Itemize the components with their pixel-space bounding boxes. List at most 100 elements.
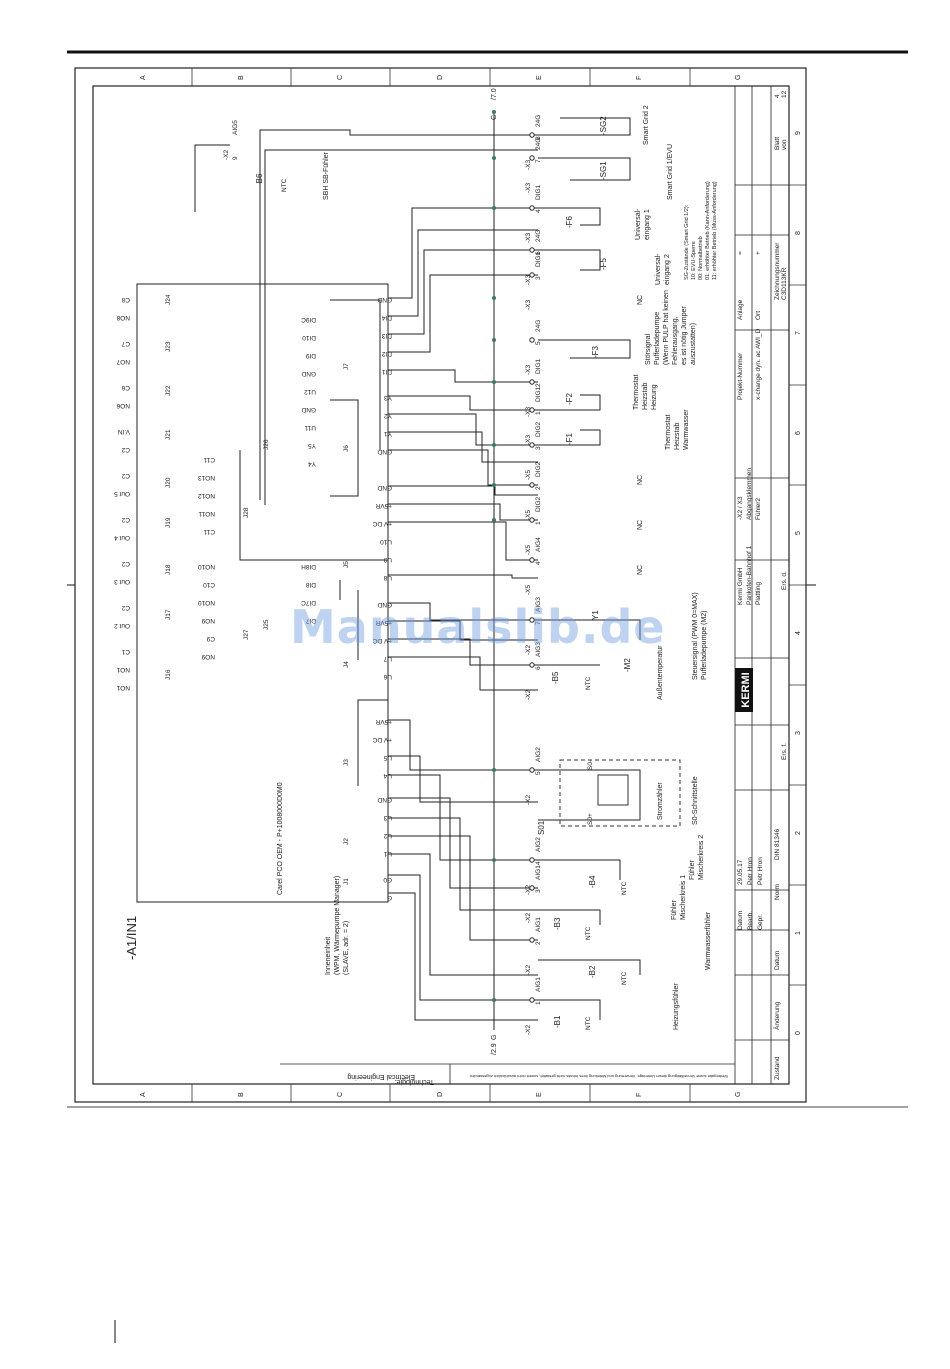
sg-states-note: 10: EVU-Sperre xyxy=(691,241,697,280)
device-b1: -B1 xyxy=(553,1015,562,1028)
terminal-contact xyxy=(529,155,535,161)
sg-states-note: 01: erhöhter Betrieb (Kann-Anforderung) xyxy=(705,181,711,280)
terminal-signal: AIG2 xyxy=(535,837,542,852)
connector-pin-label: C1 xyxy=(121,648,130,655)
terminal-signal: AIG1 xyxy=(535,865,542,880)
connector-id-j5: J5 xyxy=(343,561,350,568)
connector-pin-label: U5 xyxy=(383,754,392,761)
sensor-mixing-circuit-1-label: Mischerkreis 1 xyxy=(680,875,687,920)
device-b6: -B6 xyxy=(255,173,264,186)
thermostat-heating-label: Heizstab xyxy=(642,383,649,410)
nc-label: NC xyxy=(637,520,644,530)
connector-pin-label: U2 xyxy=(383,832,392,839)
grid-column-label: G xyxy=(735,75,742,80)
terminal-strip: -X5 xyxy=(525,470,532,481)
title-date2-label: Datum xyxy=(774,951,781,970)
title-description: Abgangsklemmen xyxy=(746,468,753,520)
connector-pin-label: NO10 xyxy=(198,563,215,570)
technology-value: Electrical Engineering xyxy=(347,1073,415,1080)
connector-pin-label: GND xyxy=(377,296,392,303)
universal-input-1-label: eingang 1 xyxy=(644,209,651,240)
fault-signal-label: Pufferladepumpe xyxy=(654,312,661,365)
device-f3: -F3 xyxy=(591,345,600,358)
title-edited-label: Bearb. xyxy=(747,911,754,930)
connector-id-j18: J18 xyxy=(165,564,172,575)
connector-id-j6: J6 xyxy=(343,445,350,452)
connector-id-j21: J21 xyxy=(165,429,172,440)
terminal-number: 6 xyxy=(535,666,542,670)
terminal-contact xyxy=(529,337,535,343)
indoor-unit-label: (SLAVE, adr. = 2) xyxy=(343,921,350,975)
terminal-number: 4 xyxy=(535,209,542,213)
terminal-strip: -X2 xyxy=(525,690,532,701)
sg-states-note: 00: Normalbetrieb xyxy=(698,236,704,280)
terminal-contact xyxy=(529,379,535,385)
universal-input-2-label: eingang 2 xyxy=(664,254,671,285)
ntc-label: NTC xyxy=(585,1016,592,1030)
connector-pin-label: C2 xyxy=(121,472,130,479)
connector-id-j3: J3 xyxy=(343,759,350,766)
technology-label: Technologie: xyxy=(395,1078,434,1085)
connector-pin-label: U9 xyxy=(383,556,392,563)
connector-id-j4: J4 xyxy=(343,661,350,668)
title-replaces-label: Ers. d. xyxy=(781,571,788,590)
terminal-strip: -X3 xyxy=(525,233,532,244)
connector-pin-label: U8 xyxy=(383,574,392,581)
connector-pin-label: NO9 xyxy=(201,653,215,660)
ntc-label: NTC xyxy=(585,676,592,690)
terminal-contact xyxy=(529,857,535,863)
title-checked-label: Gepr. xyxy=(757,914,764,930)
fault-signal-label: es ist nötig Jumper xyxy=(681,306,688,365)
ntc-label: NTC xyxy=(281,178,288,192)
controller-label: Carel PCO OEM - P+1008000D0M0 xyxy=(277,782,284,895)
grid-row-label: 6 xyxy=(795,431,802,435)
connector-pin-label: DI4 xyxy=(382,314,393,321)
connector-pin-label: NO7 xyxy=(116,358,130,365)
title-norm-label: Norm xyxy=(774,884,781,900)
connector-pin-label: NO13 xyxy=(198,474,215,481)
connector-pin-label: GND xyxy=(377,484,392,491)
connector-pin-label: C2 xyxy=(121,446,130,453)
smart-grid-1-label: Smart Grid 1/EVU xyxy=(667,144,674,200)
connector-pin-label: Y4 xyxy=(308,460,316,467)
grid-row-label: 4 xyxy=(795,631,802,635)
terminal-contact xyxy=(529,997,535,1003)
connector-pin-label: NO11 xyxy=(198,510,215,517)
connector-id-j16: J16 xyxy=(165,669,172,680)
connector-pin-label: +5VR xyxy=(375,502,392,509)
outdoor-temp-label: Außentemperatur xyxy=(657,645,664,700)
terminal-signal: AIG2 xyxy=(535,747,542,762)
connector-pin-label: Out 2 xyxy=(114,622,130,629)
terminal-signal: DIG2 xyxy=(535,496,542,512)
terminal-strip: -X3 xyxy=(525,365,532,376)
terminal-contact xyxy=(529,132,535,138)
terminal-signal: DIG1 xyxy=(535,386,542,402)
connector-pin-label: +5VR xyxy=(375,619,392,626)
terminal-contact xyxy=(529,407,535,413)
grid-row-label: 8 xyxy=(795,231,802,235)
connector-pin-label: DI3 xyxy=(382,332,393,339)
ntc-label: NTC xyxy=(621,971,628,985)
terminal-strip: -X2 xyxy=(525,965,532,976)
terminal-number: 5 xyxy=(535,341,542,345)
connector-pin-label: DI9 xyxy=(306,352,317,359)
connector-pin-label: C8 xyxy=(121,296,130,303)
title-company: Pankofen-Bahnhof 1 xyxy=(746,545,753,605)
terminal-number: 9 xyxy=(232,156,239,160)
connector-id-j17: J17 xyxy=(165,609,172,620)
title-change-label: Änderung xyxy=(773,1001,781,1030)
terminal-signal: AIG3 xyxy=(535,597,542,612)
terminal-contact xyxy=(529,482,535,488)
terminal-strip: -X5 xyxy=(525,545,532,556)
connector-pin-label: +5VR xyxy=(375,718,392,725)
terminal-number: 1 xyxy=(535,1001,542,1005)
device-b5: -B5 xyxy=(551,671,560,684)
connector-pin-label: U1 xyxy=(383,850,392,857)
connector-pin-label: Out 5 xyxy=(114,490,130,497)
terminal-signal: DIG2 xyxy=(535,461,542,477)
terminal-signal: AIG1 xyxy=(535,977,542,992)
terminal-number: 3 xyxy=(535,446,542,450)
terminal-number: 1 xyxy=(535,411,542,415)
title-edited-value: Petr Hron xyxy=(747,857,754,885)
terminal-signal: AIG3 xyxy=(535,642,542,657)
